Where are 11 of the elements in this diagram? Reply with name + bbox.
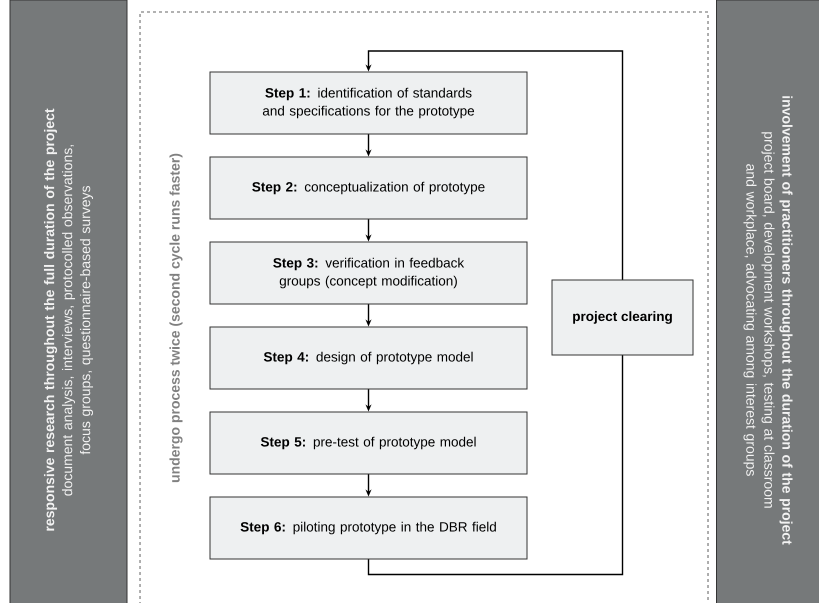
step-box: Step 6: piloting prototype in the DBR field [210, 496, 528, 560]
panel-label: undergo process twice (second cycle runs faster) [169, 154, 183, 482]
step-box: Step 1: identification of standards and specifications for the prototype [210, 72, 528, 134]
step-box: Step 2: conceptualization of prototype [210, 156, 528, 220]
side-band: responsive research throughout the full duration of the project document analysis, interviews, protocolled observations, focus groups, questionnaire-based surveys [10, 0, 128, 603]
step-box: Step 4: design of prototype model [210, 326, 528, 390]
step-box: Step 5: pre-test of prototype model [210, 412, 528, 474]
process-box: project clearing [552, 280, 694, 356]
step-box: Step 3: verification in feedback groups (concept modification) [210, 242, 528, 304]
side-band: involvement of practitioners throughout the duration of the project project board, development workshops, testing at classroom and workplace, advocating among interest groups [716, 0, 819, 603]
dashed-panel [140, 12, 708, 603]
